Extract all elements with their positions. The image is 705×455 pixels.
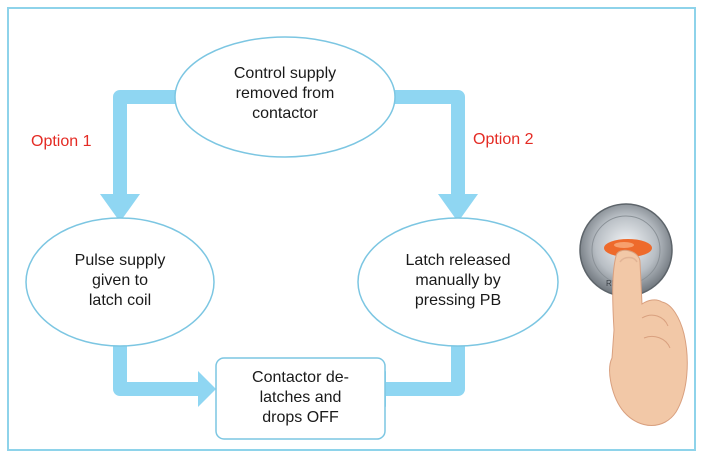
- arrowhead-bottom-left: [198, 371, 216, 407]
- arrowhead-left-down: [100, 194, 140, 222]
- option-1-label: Option 1: [31, 133, 92, 150]
- arrowhead-right-down: [438, 194, 478, 222]
- node-right-ellipse: [357, 217, 559, 347]
- arrow-left-to-bottom: [113, 343, 200, 396]
- flow-arrows: [113, 90, 465, 396]
- arrow-top-to-left: [113, 90, 190, 198]
- arrow-right-to-bottom: [383, 343, 465, 396]
- node-left-label: Pulse supply given to latch coil: [74, 252, 166, 309]
- hand-pressing-pushbutton-icon: RESET: [579, 203, 688, 426]
- node-bottom-label: Contactor de- latches and drops OFF: [252, 369, 349, 426]
- option-2-label: Option 2: [473, 131, 534, 148]
- node-top-label: Control supply removed from contactor: [233, 65, 337, 122]
- arrow-top-to-right: [393, 90, 465, 198]
- node-right-label: Latch released manually by pressing PB: [405, 252, 511, 309]
- node-top-ellipse: [174, 36, 396, 158]
- node-bottom-box: [215, 357, 386, 440]
- node-left-ellipse: [25, 217, 215, 347]
